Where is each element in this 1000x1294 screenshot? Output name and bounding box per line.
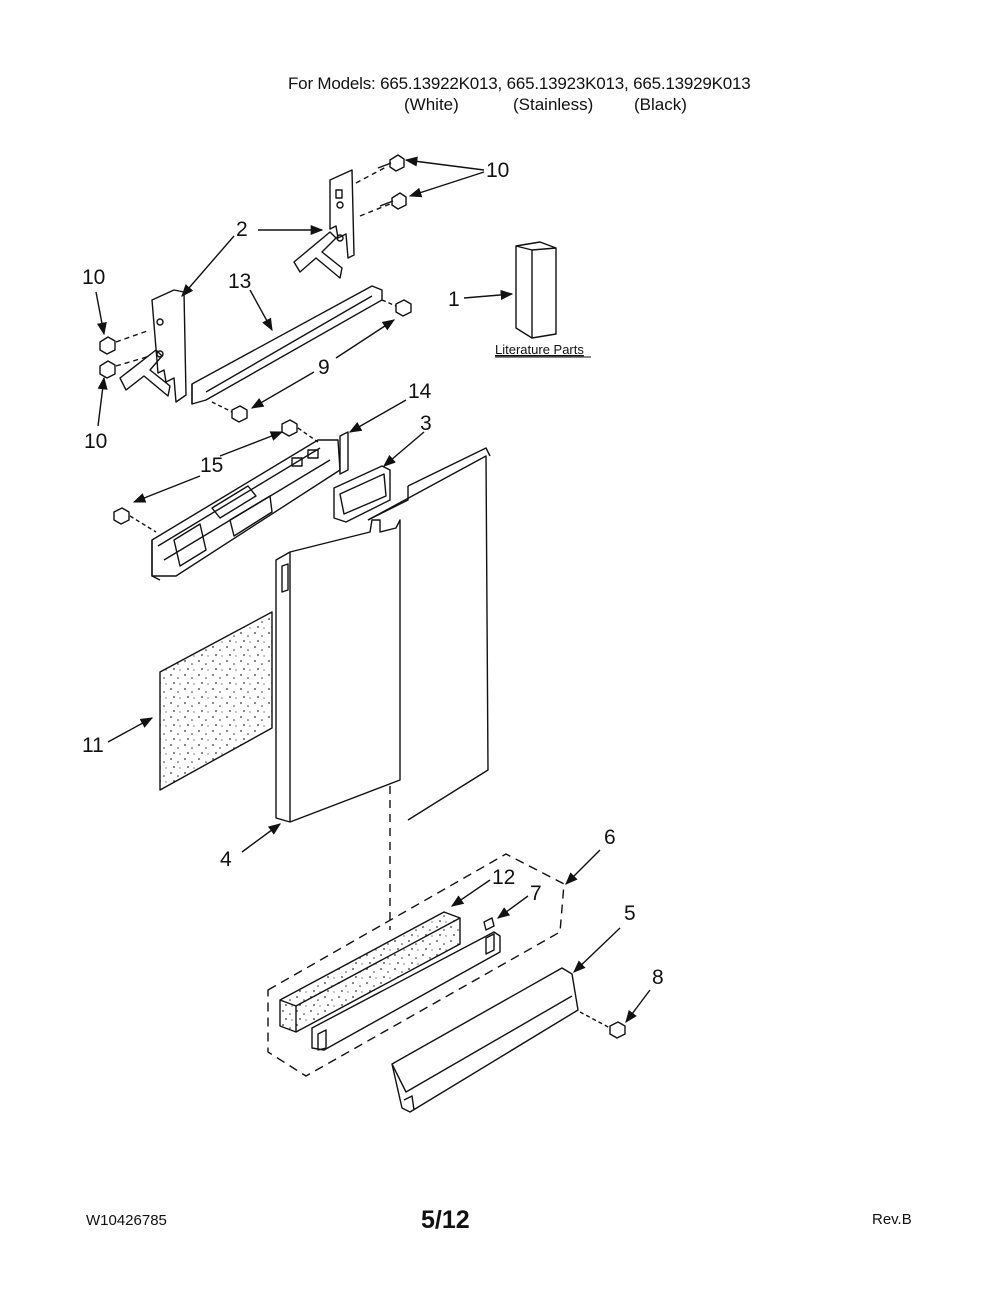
kit-boundary-6 [267,853,565,1077]
callout-13: 13 [228,270,251,293]
leader-6 [565,849,601,885]
callout-3: 3 [420,412,432,435]
screw-15-left [113,507,130,525]
clip-7 [483,917,495,931]
leader-dash [355,165,389,184]
literature-booklet-1 [515,241,557,339]
leader-10-left-a [95,291,107,336]
leader-2-lower [181,235,235,297]
callout-7: 7 [530,882,542,905]
leader-dash [211,401,233,413]
screw-9-left [231,405,248,423]
models-line: For Models: 665.13922K013, 665.13923K013… [288,74,751,93]
leader-dash [359,203,391,217]
leader-10-left-b [97,376,108,427]
callout-9: 9 [318,356,330,379]
leader-13 [249,289,273,332]
callout-14: 14 [408,380,432,403]
leader-3 [383,431,425,467]
leader-15-left [132,475,201,503]
leader-5 [573,927,621,973]
callout-8: 8 [652,966,664,989]
callout-10-left-top: 10 [82,266,105,289]
leader-dash [297,427,319,443]
hinge-bracket-right [293,169,355,279]
callout-2: 2 [236,218,248,241]
leader-7 [496,895,529,919]
leader-dash [115,355,151,367]
screw-10-left-a [99,336,116,355]
screw-15-top [281,419,298,437]
foam-strip-12 [279,911,461,1033]
handle-3 [333,465,391,523]
leader-10-upper-b [408,171,485,198]
leader-12 [450,879,491,907]
document-number: W10426785 [86,1212,167,1229]
screw-10-left-b [99,360,116,379]
leader-10-upper-a [404,156,485,171]
leader-dash [115,329,151,343]
door-inner-panel [367,447,491,821]
callout-10-upper: 10 [486,159,509,182]
callout-11: 11 [82,734,104,757]
screw-10-upper-a [377,154,405,172]
hinge-bracket-left [119,289,187,403]
revision-label: Rev.B [872,1211,912,1228]
clip-14 [339,431,349,475]
leader-11 [107,717,154,743]
callout-5: 5 [624,902,636,925]
leader-4 [241,823,282,853]
leader-dash [579,1011,611,1029]
page-number: 5/12 [421,1206,470,1234]
variant-stainless: (Stainless) [513,95,594,114]
door-channel-13 [191,285,383,405]
variant-black: (Black) [634,95,687,114]
toe-panel-5 [391,967,579,1113]
leader-8 [625,989,651,1024]
insulation-panel-11 [159,611,273,791]
screw-10-upper-b [379,192,407,210]
variant-white: (White) [404,95,459,114]
screw-9-right [395,299,412,317]
callout-1: 1 [448,288,460,311]
leader-1 [463,289,514,300]
leader-dash [129,515,157,533]
callout-4: 4 [220,848,232,871]
leader-dash [381,299,397,307]
literature-parts-label: Literature Parts [495,342,584,357]
screw-8 [609,1021,626,1039]
callout-15: 15 [200,454,223,477]
callout-10-left-bottom: 10 [84,430,107,453]
leader-14 [348,399,407,433]
door-outer-panel-4 [275,519,401,823]
callout-12: 12 [492,866,515,889]
leader-9-left [250,371,315,409]
toekick-carrier [311,931,501,1051]
callout-6: 6 [604,826,616,849]
leader-9-right [335,319,396,359]
leader-15-top [219,431,284,457]
